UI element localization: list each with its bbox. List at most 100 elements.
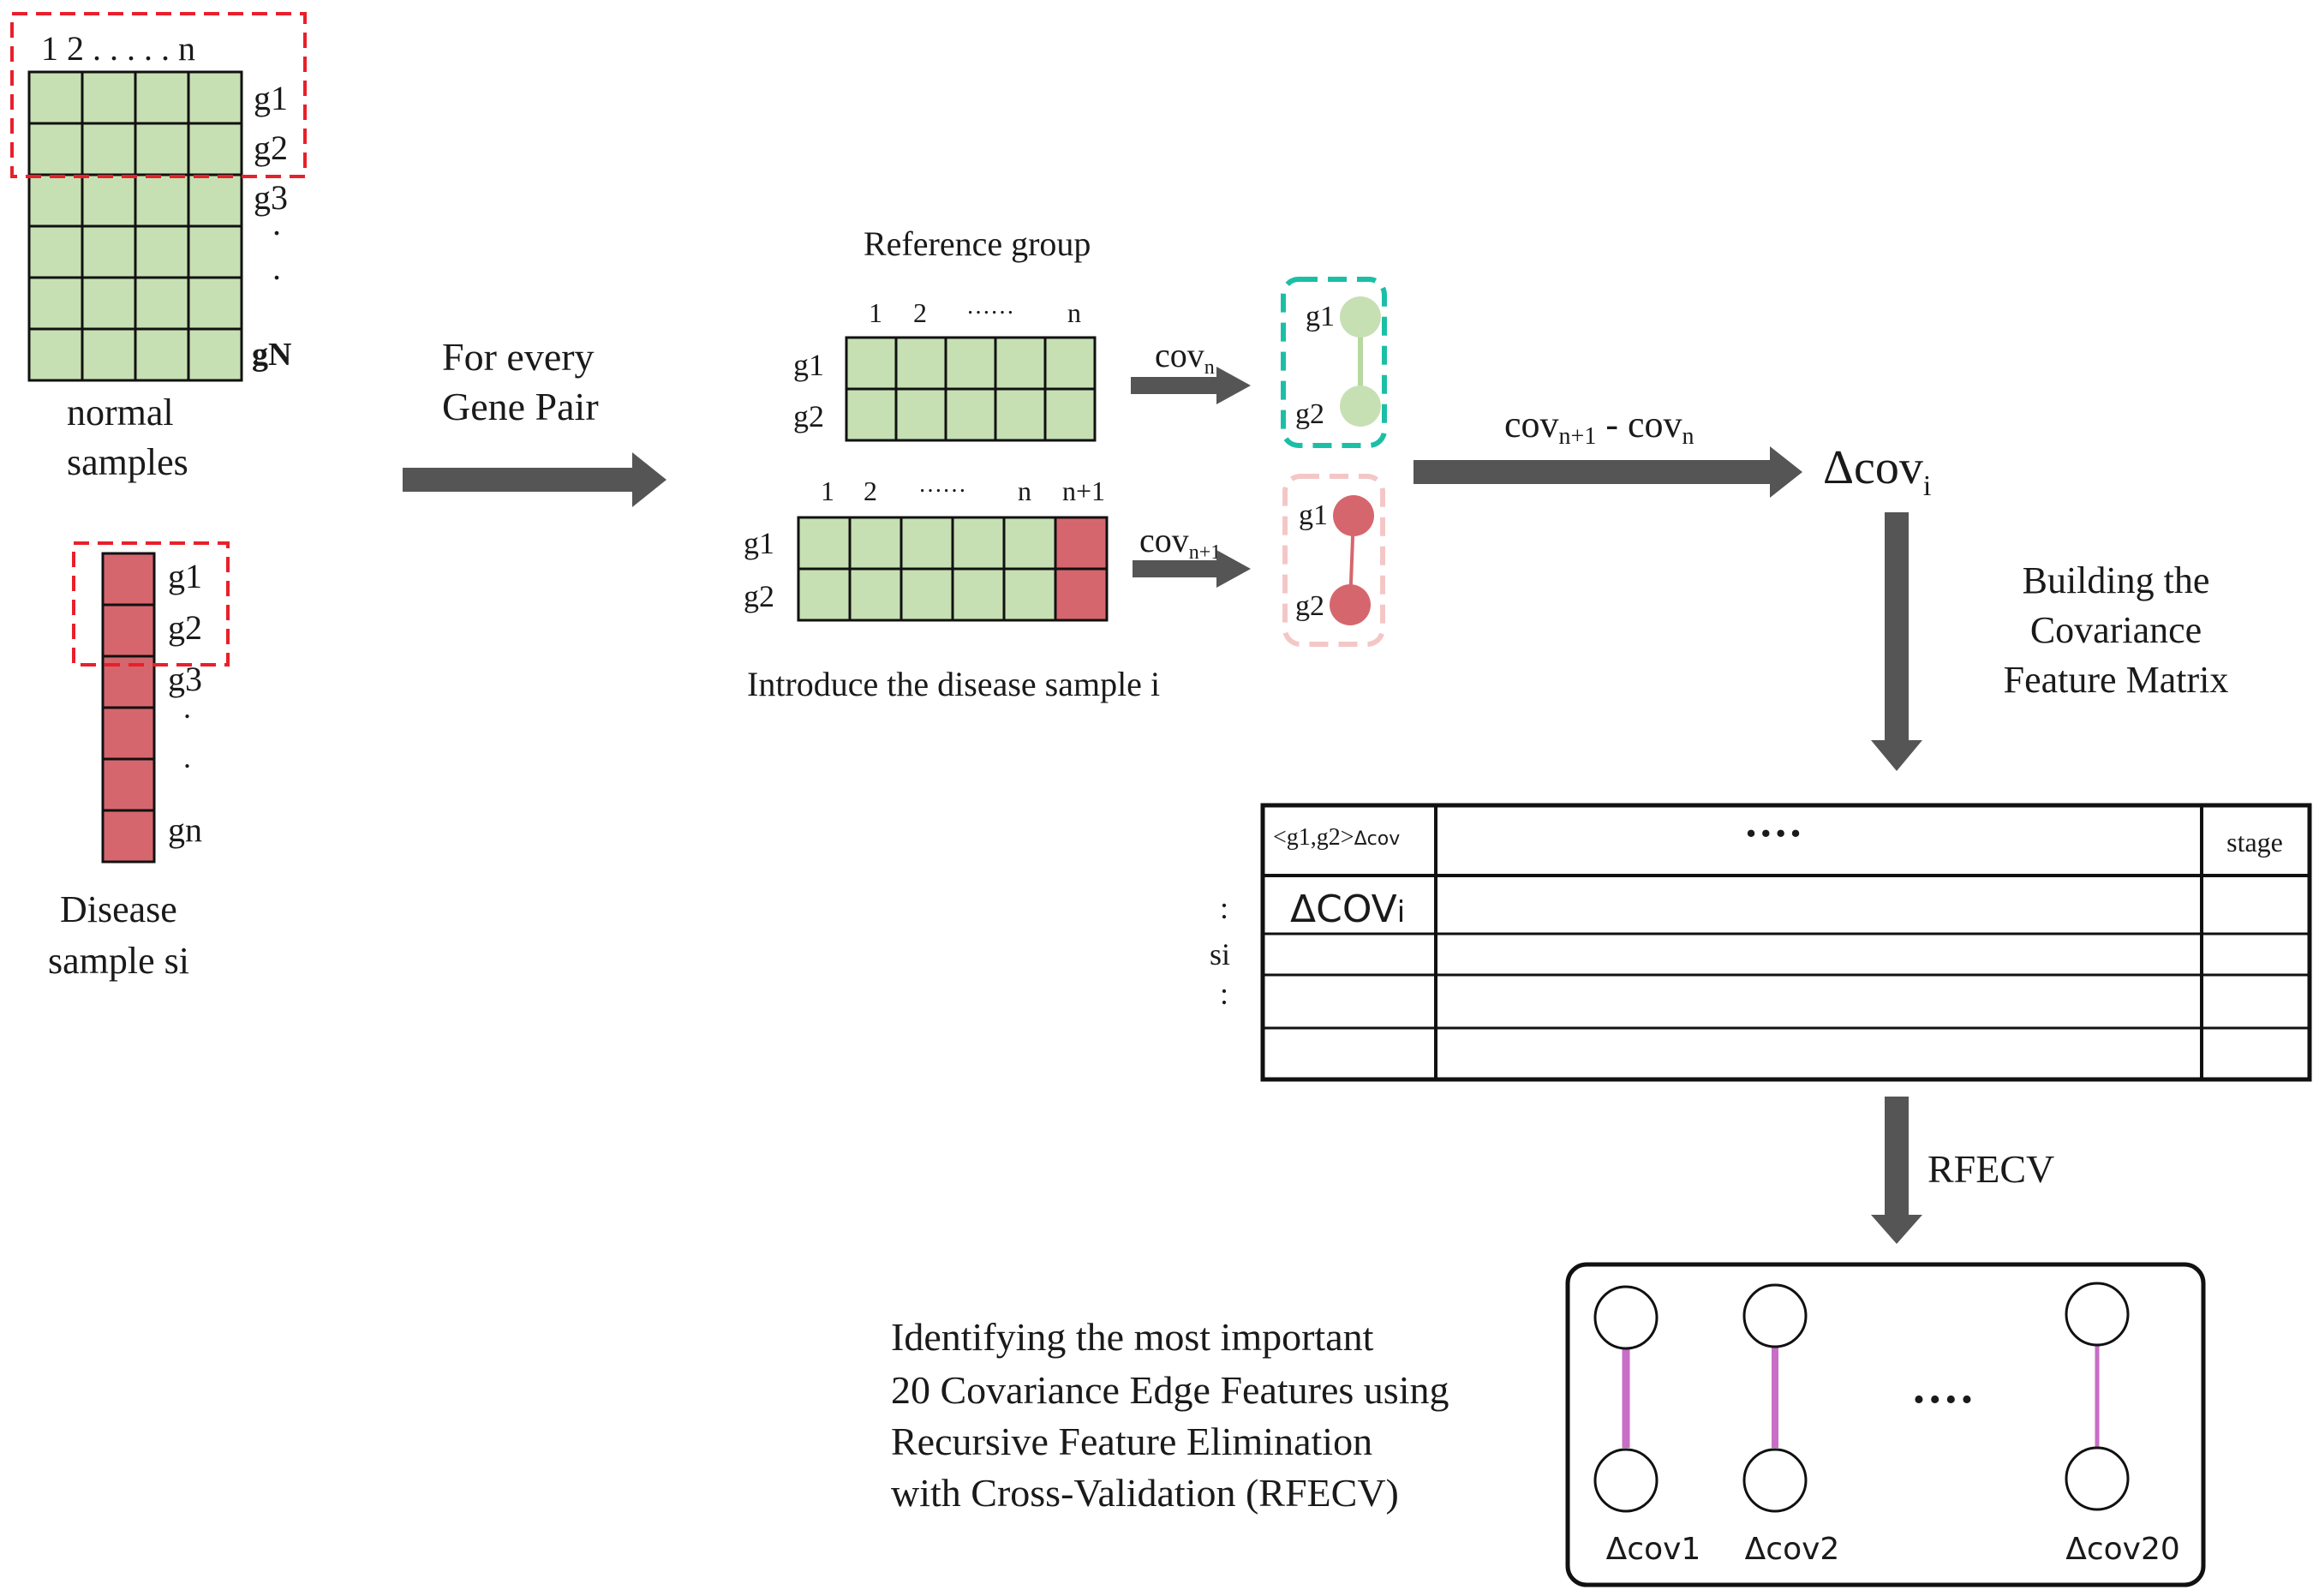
feature-matrix: <g1,g2>Δcov ···· stage ΔCOVi : si : — [1210, 803, 2312, 1082]
introduced-row-g1: g1 — [744, 526, 774, 560]
building-label-line2: Covariance — [2030, 609, 2202, 651]
normal-row-dot-1: . — [272, 204, 281, 242]
disease-caption-line2: sample si — [48, 940, 189, 982]
reference-cell — [894, 387, 947, 442]
introduced-cell — [1002, 516, 1057, 571]
difference-arrow-head — [1770, 446, 1802, 498]
introduced-cell — [797, 567, 852, 622]
normal-matrix-cell — [27, 327, 84, 382]
gene-pair-arrow-head — [632, 452, 666, 507]
normal-matrix-cell — [27, 173, 84, 228]
reference-grid — [845, 336, 1097, 442]
feature-matrix-first-cell: ΔCOVi — [1290, 888, 1405, 931]
reference-cell — [894, 336, 947, 391]
normal-row-label-g2: g2 — [254, 129, 288, 167]
building-label-line3: Feature Matrix — [2004, 659, 2229, 701]
normal-matrix: 1 2 . . . . . n g1 g2 g3 . . gN normal s… — [10, 12, 307, 483]
cov-n-arrow-shaft — [1131, 377, 1220, 394]
normal-matrix-cell — [27, 276, 84, 331]
introduced-cell — [900, 567, 954, 622]
feature-edge-20-top-node — [2065, 1282, 2130, 1347]
introduced-col-2: 2 — [864, 475, 877, 506]
introduced-group: 1 2 …… n n+1 g1 g2 Introduce the disease… — [744, 471, 1160, 703]
normal-matrix-cell — [81, 276, 137, 331]
reference-cell — [944, 387, 997, 442]
normal-matrix-cell — [27, 224, 84, 279]
disease-node-g1 — [1333, 495, 1374, 536]
reference-cell — [845, 336, 898, 391]
reference-row-g2: g2 — [793, 399, 824, 433]
cov-n-arrow-head — [1216, 367, 1251, 404]
feature-edges-frame — [1565, 1262, 2206, 1587]
feature-edge-1-bottom-node — [1593, 1448, 1659, 1513]
disease-node-label-g1: g1 — [1299, 499, 1328, 531]
normal-matrix-cell — [81, 122, 137, 176]
feature-edge-1-top-node — [1593, 1285, 1659, 1350]
reference-cell — [944, 336, 997, 391]
difference-label: covn+1 - covn — [1504, 403, 1694, 450]
reference-group: Reference group 1 2 …… n g1 g2 — [793, 224, 1097, 442]
normal-matrix-cell — [27, 122, 84, 176]
disease-column-cell — [101, 757, 156, 812]
disease-caption-line1: Disease — [60, 888, 177, 930]
reference-cell — [994, 336, 1047, 391]
normal-matrix-cell — [134, 122, 190, 176]
normal-matrix-cell — [187, 173, 243, 228]
normal-matrix-cell — [187, 224, 243, 279]
reference-node-label-g2: g2 — [1295, 398, 1324, 430]
reference-edge-box — [1281, 277, 1387, 448]
feature-edge-1-label: Δcov1 — [1606, 1532, 1701, 1567]
feature-edges-dots: ···· — [1911, 1373, 1975, 1426]
reference-row-g1: g1 — [793, 348, 824, 382]
building-arrow-head — [1871, 740, 1922, 771]
normal-matrix-cell — [27, 70, 84, 125]
feature-matrix-side-label: si — [1210, 937, 1230, 971]
disease-row-label-g1: g1 — [168, 557, 202, 595]
reference-node-label-g1: g1 — [1306, 301, 1335, 332]
reference-cell — [1043, 336, 1097, 391]
introduced-caption: Introduce the disease sample i — [747, 665, 1160, 703]
feature-edge-20-bottom-node — [2065, 1446, 2130, 1511]
building-arrow-shaft — [1885, 512, 1909, 742]
disease-column-cell — [101, 706, 156, 761]
normal-matrix-grid — [27, 70, 243, 382]
description-line3: Recursive Feature Elimination — [891, 1420, 1372, 1463]
disease-node-label-g2: g2 — [1295, 590, 1324, 622]
reference-col-1: 1 — [869, 297, 882, 328]
reference-col-2: 2 — [913, 297, 927, 328]
reference-node-g2 — [1340, 386, 1381, 427]
disease-node-g2 — [1330, 584, 1371, 625]
normal-matrix-column-header: 1 2 . . . . . n — [41, 29, 195, 68]
normal-matrix-cell — [187, 276, 243, 331]
disease-highlight-box — [72, 541, 230, 666]
introduced-cell — [1054, 516, 1109, 571]
cov-n1-arrow-shaft — [1133, 560, 1220, 577]
rfecv-arrow-head — [1871, 1215, 1922, 1244]
disease-row-label-g3: g3 — [168, 660, 202, 698]
feature-edge-2-bottom-node — [1742, 1448, 1808, 1513]
normal-highlight-box — [10, 12, 307, 178]
disease-column-cell — [101, 809, 156, 864]
reference-title: Reference group — [864, 224, 1091, 263]
introduced-col-n-plus-1: n+1 — [1062, 475, 1105, 506]
reference-cell — [845, 387, 898, 442]
introduced-cell — [1002, 567, 1057, 622]
feature-matrix-header-first: <g1,g2>Δcov — [1273, 824, 1400, 851]
introduced-cell — [951, 516, 1006, 571]
normal-matrix-cell — [134, 173, 190, 228]
gene-pair-arrow-shaft — [403, 468, 634, 492]
introduced-cell — [797, 516, 852, 571]
normal-matrix-cell — [81, 173, 137, 228]
normal-row-label-g3: g3 — [254, 178, 288, 217]
description-line1: Identifying the most important — [891, 1315, 1374, 1359]
normal-matrix-cell — [81, 327, 137, 382]
delta-cov-result: Δcovi — [1823, 441, 1931, 502]
feature-edges-panel: ···· Δcov1 Δcov2 Δcov20 — [1565, 1262, 2206, 1587]
normal-matrix-cell — [134, 276, 190, 331]
reference-cell — [994, 387, 1047, 442]
disease-column-cell — [101, 552, 156, 607]
feature-matrix-side-dots-top: : — [1220, 891, 1228, 925]
normal-matrix-cell — [81, 224, 137, 279]
disease-row-dot-1: . — [183, 690, 191, 725]
rfecv-arrow-shaft — [1885, 1097, 1909, 1216]
